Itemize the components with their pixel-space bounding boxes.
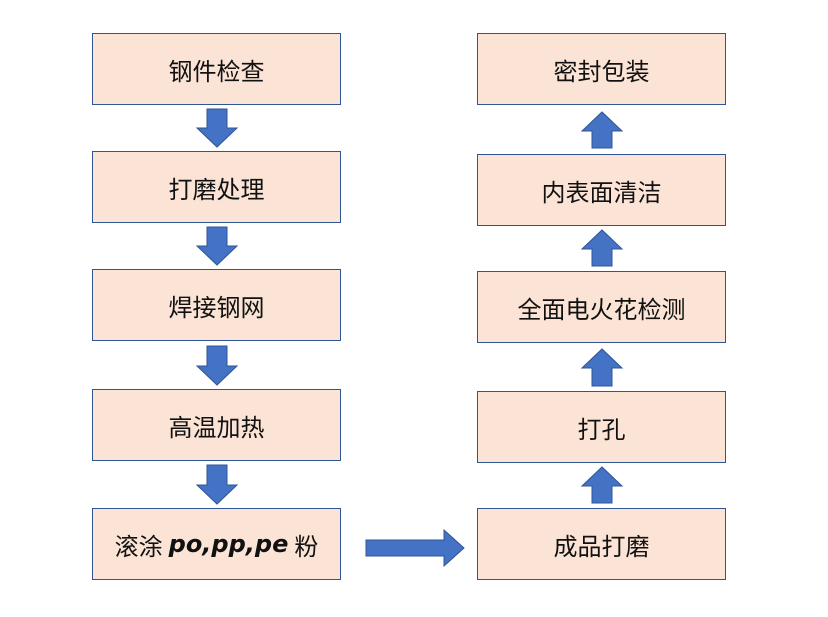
step-label-materials: po,pp,pe <box>168 530 289 558</box>
step-label: 高温加热 <box>168 413 265 442</box>
step-label: 焊接钢网 <box>168 293 265 322</box>
step-label: 钢件检查 <box>168 57 265 86</box>
step-box-5: 滚涂 po,pp,pe 粉 <box>92 508 341 580</box>
step-box-8: 全面电火花检测 <box>477 271 726 343</box>
right-arrow-icon <box>365 528 465 568</box>
step-label: 全面电火花检测 <box>517 295 686 324</box>
up-arrow-icon <box>580 466 624 504</box>
up-arrow-icon <box>580 348 624 387</box>
step-box-3: 焊接钢网 <box>92 269 341 341</box>
down-arrow-icon <box>195 345 239 386</box>
step-box-6: 成品打磨 <box>477 508 726 580</box>
down-arrow-icon <box>195 464 239 505</box>
step-label-suffix: 粉 <box>294 532 319 561</box>
down-arrow-icon <box>195 226 239 266</box>
down-arrow-icon <box>195 108 239 148</box>
step-box-10: 密封包装 <box>477 33 726 105</box>
step-box-1: 钢件检查 <box>92 33 341 105</box>
step-box-7: 打孔 <box>477 391 726 463</box>
step-box-9: 内表面清洁 <box>477 154 726 226</box>
step-label: 内表面清洁 <box>541 178 662 207</box>
step-label: 密封包装 <box>553 57 650 86</box>
step-box-2: 打磨处理 <box>92 151 341 223</box>
step-label: 打孔 <box>577 415 626 444</box>
step-box-4: 高温加热 <box>92 389 341 461</box>
step-label-prefix: 滚涂 <box>114 532 163 561</box>
up-arrow-icon <box>580 229 624 267</box>
step-label: 打磨处理 <box>168 175 265 204</box>
step-label: 成品打磨 <box>553 532 650 561</box>
up-arrow-icon <box>580 111 624 149</box>
